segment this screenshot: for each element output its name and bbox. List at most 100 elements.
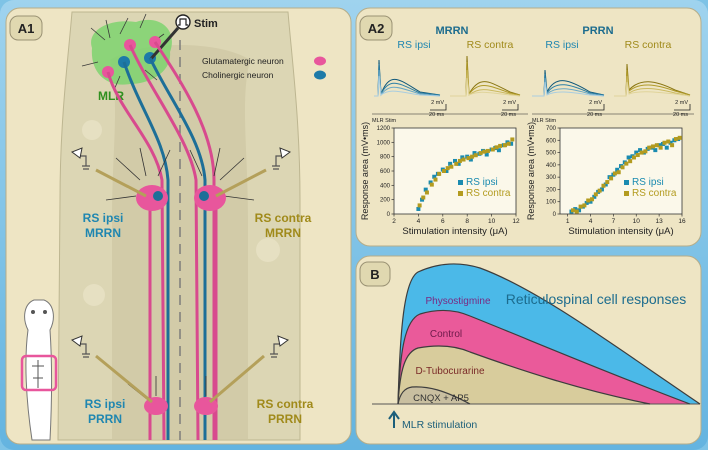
y-axis-label: Response area (mV•ms) [526, 122, 536, 220]
rs-contra-point [620, 165, 625, 170]
mlr-stimulation-label: MLR stimulation [402, 419, 477, 431]
rs-contra-point [417, 203, 422, 208]
tissue-blob [83, 284, 105, 306]
stimulation-arrow-icon [388, 410, 400, 428]
cholinergic-legend-label: Cholinergic neuron [202, 70, 274, 80]
legend-swatch [458, 180, 463, 185]
recording-electrode-mrrn-contra [215, 147, 292, 198]
y-tick-label: 600 [546, 138, 557, 144]
rs-ipsi-point [432, 174, 437, 179]
rs-contra-point [616, 170, 621, 175]
rs-contra-point [670, 143, 675, 148]
rs-contra-point [424, 190, 429, 195]
rs-contra-point [647, 145, 652, 150]
rs-contra-point [485, 148, 490, 153]
rs-ipsi-point [664, 145, 669, 150]
recording-electrode-prrn-ipsi [70, 335, 153, 404]
prrn-contra-label-1: RS contra [257, 397, 314, 411]
rs-contra-point [658, 145, 663, 150]
rs-contra-point [662, 140, 667, 145]
rs-contra-point [624, 161, 629, 166]
mrrn-ipsi-traces [374, 59, 441, 97]
y-tick-label: 300 [546, 175, 557, 181]
panel-a2-tag: A2 [368, 21, 385, 36]
rs-contra-point [482, 149, 487, 154]
rs-ipsi-point [638, 148, 643, 153]
tissue-blob [82, 120, 102, 140]
prrn-contra-scale-ms: 20 ms [673, 112, 688, 118]
rs-contra-point [466, 156, 471, 161]
mrrn-ipsi-scale-ms: 20 ms [429, 112, 444, 118]
mrrn-ipsi-label-1: RS ipsi [83, 211, 124, 225]
legend-swatch [458, 191, 463, 196]
rs-contra-point [639, 150, 644, 155]
rs-contra-point [445, 166, 450, 171]
x-tick-label: 16 [678, 218, 686, 225]
y-tick-label: 0 [387, 212, 391, 218]
mrrn-ipsi-trace-label: RS ipsi [397, 39, 430, 51]
x-tick-label: 2 [392, 218, 396, 225]
y-tick-label: 0 [553, 212, 557, 218]
plot-area [393, 127, 517, 215]
mrrn-ipsi-scale-bar [430, 104, 447, 111]
rs-ipsi-point [668, 140, 673, 145]
panel-a2-tag-box [359, 15, 393, 41]
y-tick-label: 400 [546, 163, 557, 169]
y-tick-label: 1000 [377, 140, 391, 146]
control-label: Control [430, 329, 462, 340]
x-axis-label: Stimulation intensity (μA) [402, 226, 507, 237]
stim-electrode [148, 27, 180, 61]
rs-ipsi-point [423, 187, 428, 192]
prrn-ipsi-scale-mv: 2 mV [589, 100, 602, 106]
panel-b-tag: B [370, 267, 379, 282]
mrrn-contra-scale-mv: 2 mV [503, 100, 516, 106]
x-tick-label: 8 [465, 218, 469, 225]
rs-contra-point [442, 169, 447, 173]
panel-b-title: Reticulospinal cell responses [506, 291, 687, 307]
x-tick-label: 10 [633, 218, 641, 225]
x-tick-label: 6 [441, 218, 445, 225]
mlr-label: MLR [98, 89, 124, 103]
mrrn-contra-scale-bar [502, 104, 519, 111]
rs-ipsi-point [584, 200, 589, 205]
rs-contra-point [461, 157, 466, 162]
y-tick-label: 100 [546, 200, 557, 206]
rs-ipsi-point [428, 180, 433, 185]
rs-contra-point [494, 145, 499, 150]
rs-contra-point [449, 164, 454, 169]
y-tick-label: 500 [546, 151, 557, 157]
rs-ipsi-point [416, 206, 421, 211]
mrrn-contra-cell [189, 147, 255, 211]
panel-a1-tag-box [9, 15, 43, 41]
rs-ipsi-point [657, 143, 662, 148]
x-tick-label: 1 [566, 218, 570, 225]
legend-label: RS ipsi [632, 177, 664, 188]
x-tick-label: 4 [417, 218, 421, 225]
prrn-ipsi-trace-label: RS ipsi [545, 39, 578, 51]
rs-contra-point [631, 155, 636, 160]
prrn-contra-scale-bar [674, 104, 691, 111]
recording-electrode-mrrn-ipsi [70, 147, 147, 198]
prrn-contra-label-2: PRRN [268, 412, 302, 426]
y-axis-label: Response area (mV•ms) [360, 122, 370, 220]
rs-contra-point [490, 147, 495, 152]
mrrn-contra-traces [450, 55, 521, 97]
physostigmine-label: Physostigmine [425, 296, 490, 307]
x-tick-label: 7 [612, 218, 616, 225]
mrrn-ipsi-label-2: MRRN [85, 226, 121, 240]
rs-ipsi-point [472, 151, 477, 156]
y-tick-label: 800 [380, 155, 391, 161]
legend-swatch [624, 191, 629, 196]
rs-ipsi-point [599, 187, 604, 192]
rs-contra-point [673, 137, 678, 142]
y-tick-label: 200 [546, 187, 557, 193]
y-tick-label: 700 [546, 126, 557, 132]
rs-contra-point [478, 151, 483, 156]
y-tick-label: 400 [380, 183, 391, 189]
prrn-contra-scale-mv: 2 mV [675, 100, 688, 106]
pulse-icon [178, 18, 188, 26]
stim-icon [175, 14, 191, 30]
rs-contra-point [433, 177, 438, 182]
rs-contra-point [429, 182, 434, 187]
